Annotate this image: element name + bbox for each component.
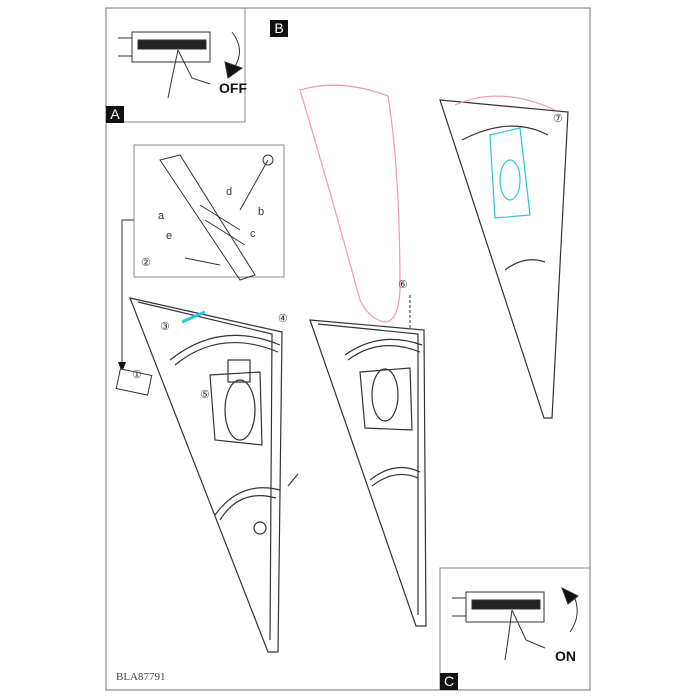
detail-d: d xyxy=(226,186,233,198)
arrow-icon xyxy=(118,362,126,372)
step-2: ② xyxy=(141,257,151,269)
detail-b: b xyxy=(258,206,265,218)
panel-c-label: C xyxy=(440,673,458,690)
glass-shade xyxy=(299,84,401,323)
detail-e: e xyxy=(166,230,173,242)
detail-a: a xyxy=(158,210,165,222)
step-4: ④ xyxy=(278,313,288,325)
panel-a-label: A xyxy=(106,106,124,123)
step-7: ⑦ xyxy=(553,113,563,125)
breaker-switch-on xyxy=(452,586,579,661)
panel-a-frame xyxy=(105,7,246,123)
step-5: ⑤ xyxy=(200,389,210,401)
panel-b-label: B xyxy=(270,20,288,37)
off-label: OFF xyxy=(219,80,247,96)
wall-bracket xyxy=(115,368,153,396)
leader-line xyxy=(121,219,134,368)
step-6: ⑥ xyxy=(398,279,408,291)
mounting-bracket-detail xyxy=(159,154,274,281)
lamp-step-6 xyxy=(309,319,427,627)
detail-box-mounting xyxy=(133,144,285,278)
breaker-switch-off xyxy=(118,31,244,99)
product-code: BLA87791 xyxy=(116,671,166,683)
step-1: ① xyxy=(132,369,142,381)
lamp-step-3 xyxy=(129,297,299,653)
detail-c: c xyxy=(250,228,256,240)
on-label: ON xyxy=(555,648,576,664)
panel-c-frame xyxy=(439,567,591,691)
page-frame xyxy=(105,7,591,691)
step-3: ③ xyxy=(160,321,170,333)
lamp-step-7 xyxy=(439,95,569,419)
